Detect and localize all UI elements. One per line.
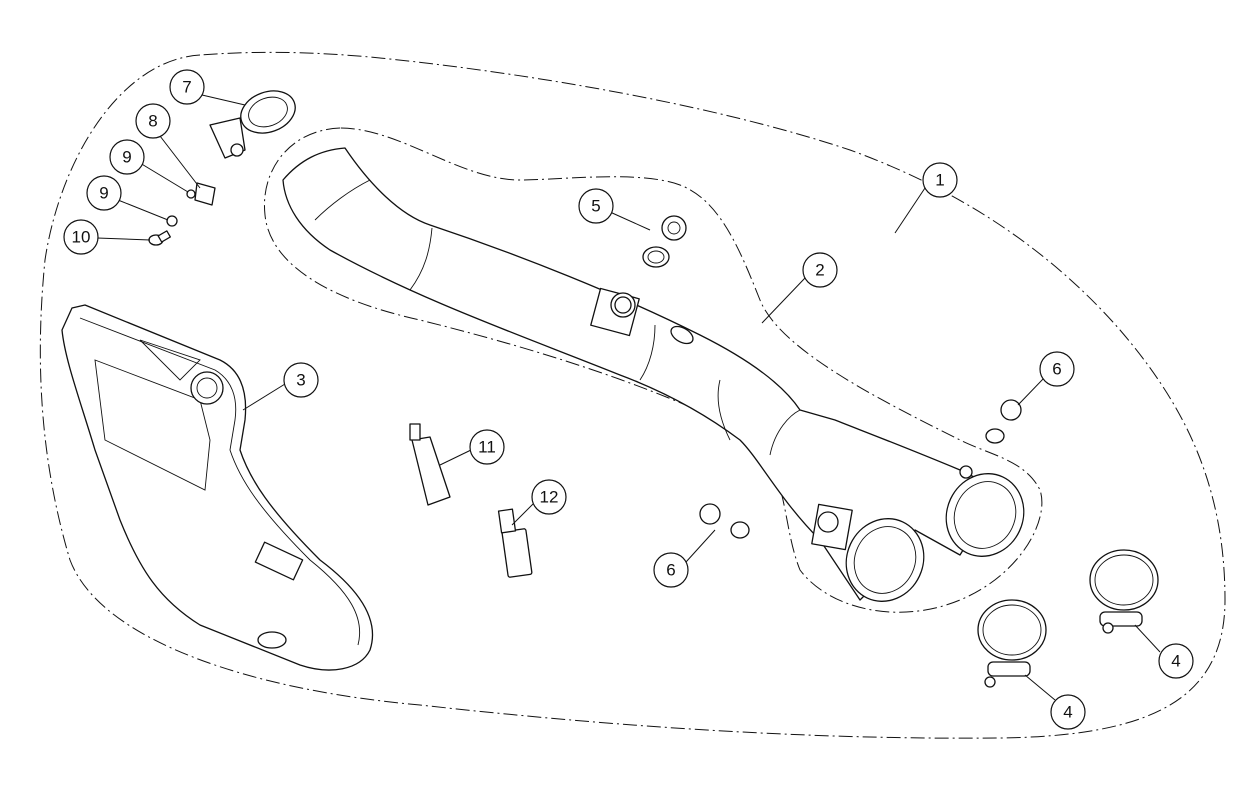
callout-number: 3 (296, 371, 305, 390)
callout-number: 2 (815, 261, 824, 280)
callout-9b: 9 (86, 175, 122, 211)
exhaust-clamp (1089, 549, 1159, 634)
callout-5: 5 (578, 188, 614, 224)
callout-1: 1 (922, 162, 958, 198)
assembly-boundary-inner (263, 127, 1043, 613)
callout-number: 1 (935, 171, 944, 190)
callout-number: 4 (1063, 703, 1072, 722)
callout-number: 5 (591, 197, 600, 216)
leader-lines (96, 94, 1161, 701)
callout-number: 12 (540, 488, 559, 507)
mounting-bracket-clamp (209, 90, 296, 159)
callout-6a: 6 (1039, 351, 1075, 387)
callout-number: 8 (148, 112, 157, 131)
callout-9a: 9 (109, 139, 145, 175)
callout-11: 11 (469, 429, 505, 465)
spring-tool (497, 508, 533, 578)
callout-number: 10 (72, 228, 91, 247)
header-pipe (282, 147, 1025, 602)
assembly-boundary-outer (39, 51, 1226, 739)
callout-number: 9 (99, 184, 108, 203)
washer (166, 215, 178, 227)
callout-7: 7 (169, 69, 205, 105)
exhaust-clamp (977, 599, 1047, 688)
callout-number: 4 (1171, 652, 1180, 671)
callout-3: 3 (283, 362, 319, 398)
heat-shield (61, 304, 374, 671)
callout-10: 10 (63, 219, 99, 255)
sealant-tube (409, 423, 451, 506)
bolt (148, 230, 171, 246)
plug-right (985, 399, 1022, 444)
callout-number: 6 (1052, 360, 1061, 379)
plug-lower (699, 503, 750, 539)
callout-number: 7 (182, 78, 191, 97)
callout-number: 6 (666, 561, 675, 580)
callout-2: 2 (802, 252, 838, 288)
callout-4b: 4 (1050, 694, 1086, 730)
callout-8: 8 (135, 103, 171, 139)
callout-12: 12 (531, 479, 567, 515)
spring-clip (194, 182, 216, 206)
washer (186, 189, 196, 199)
sensor-plug (642, 215, 687, 268)
callout-number: 9 (122, 148, 131, 167)
callout-4a: 4 (1158, 643, 1194, 679)
callout-number: 11 (478, 438, 496, 457)
callout-6b: 6 (653, 552, 689, 588)
